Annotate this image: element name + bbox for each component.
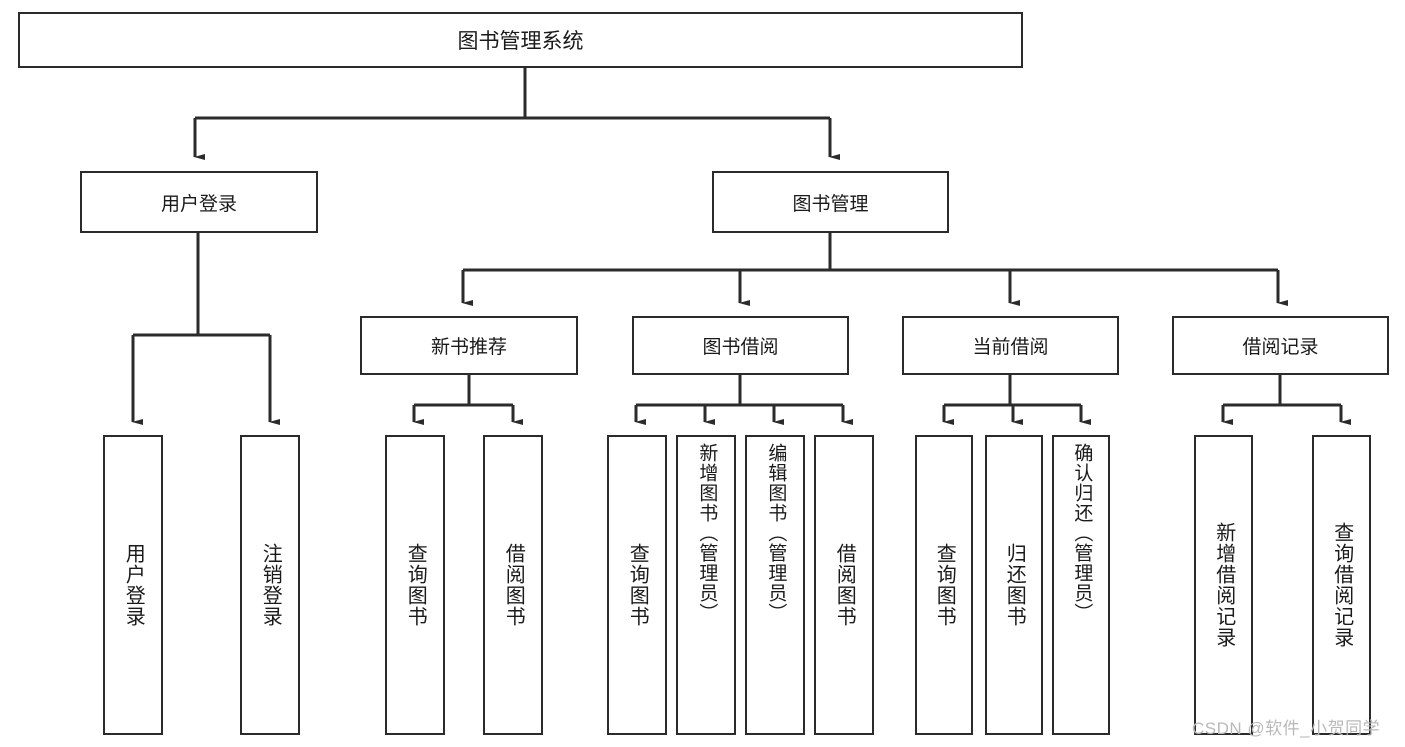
- node-root[interactable]: 图书管理系统: [18, 12, 1023, 68]
- leaf-current-return-book[interactable]: 归还图书: [985, 435, 1043, 735]
- leaf-current-confirm-return-label: 确认归还（管理员）: [1071, 443, 1093, 623]
- leaf-records-add-record-label: 新增借阅记录: [1212, 522, 1235, 648]
- leaf-records-add-record[interactable]: 新增借阅记录: [1194, 435, 1253, 735]
- leaf-current-query-book[interactable]: 查询图书: [915, 435, 973, 735]
- leaf-records-query-record-label: 查询借阅记录: [1330, 522, 1353, 648]
- csdn-watermark: CSDN @软件_小贺同学: [1192, 719, 1381, 738]
- leaf-borrow-add-book-label: 新增图书（管理员）: [696, 443, 718, 623]
- leaf-current-query-book-label: 查询图书: [933, 543, 956, 627]
- node-user-login[interactable]: 用户登录: [80, 171, 318, 233]
- leaf-borrow-add-book[interactable]: 新增图书（管理员）: [676, 435, 736, 735]
- node-borrow-records[interactable]: 借阅记录: [1172, 316, 1389, 375]
- leaf-borrow-edit-book[interactable]: 编辑图书（管理员）: [745, 435, 805, 735]
- leaf-current-return-book-label: 归还图书: [1003, 543, 1026, 627]
- leaf-borrow-borrow-book-label: 借阅图书: [833, 543, 856, 627]
- node-current-borrow-label: 当前借阅: [972, 337, 1049, 358]
- leaf-recommend-query-book[interactable]: 查询图书: [385, 435, 445, 735]
- node-current-borrow[interactable]: 当前借阅: [902, 316, 1119, 375]
- leaf-recommend-borrow-book-label: 借阅图书: [502, 543, 525, 627]
- leaf-user-logout[interactable]: 注销登录: [240, 435, 300, 735]
- node-book-management[interactable]: 图书管理: [712, 171, 949, 233]
- leaf-recommend-query-book-label: 查询图书: [404, 543, 427, 627]
- leaf-current-confirm-return[interactable]: 确认归还（管理员）: [1052, 435, 1110, 735]
- leaf-borrow-borrow-book[interactable]: 借阅图书: [814, 435, 874, 735]
- node-book-borrow-label: 图书借阅: [702, 337, 779, 358]
- leaf-borrow-query-book-label: 查询图书: [626, 543, 649, 627]
- leaf-recommend-borrow-book[interactable]: 借阅图书: [483, 435, 543, 735]
- leaf-user-login-label: 用户登录: [122, 543, 145, 627]
- node-borrow-records-label: 借阅记录: [1242, 337, 1319, 358]
- node-book-borrow[interactable]: 图书借阅: [632, 316, 849, 375]
- node-book-management-label: 图书管理: [792, 193, 869, 215]
- leaf-user-login[interactable]: 用户登录: [103, 435, 163, 735]
- node-new-book-recommend[interactable]: 新书推荐: [360, 316, 578, 375]
- leaf-records-query-record[interactable]: 查询借阅记录: [1312, 435, 1371, 735]
- node-new-book-recommend-label: 新书推荐: [430, 337, 507, 358]
- leaf-borrow-query-book[interactable]: 查询图书: [607, 435, 667, 735]
- leaf-borrow-edit-book-label: 编辑图书（管理员）: [765, 443, 787, 623]
- node-user-login-label: 用户登录: [160, 193, 237, 215]
- node-root-label: 图书管理系统: [457, 30, 584, 53]
- leaf-user-logout-label: 注销登录: [259, 543, 282, 627]
